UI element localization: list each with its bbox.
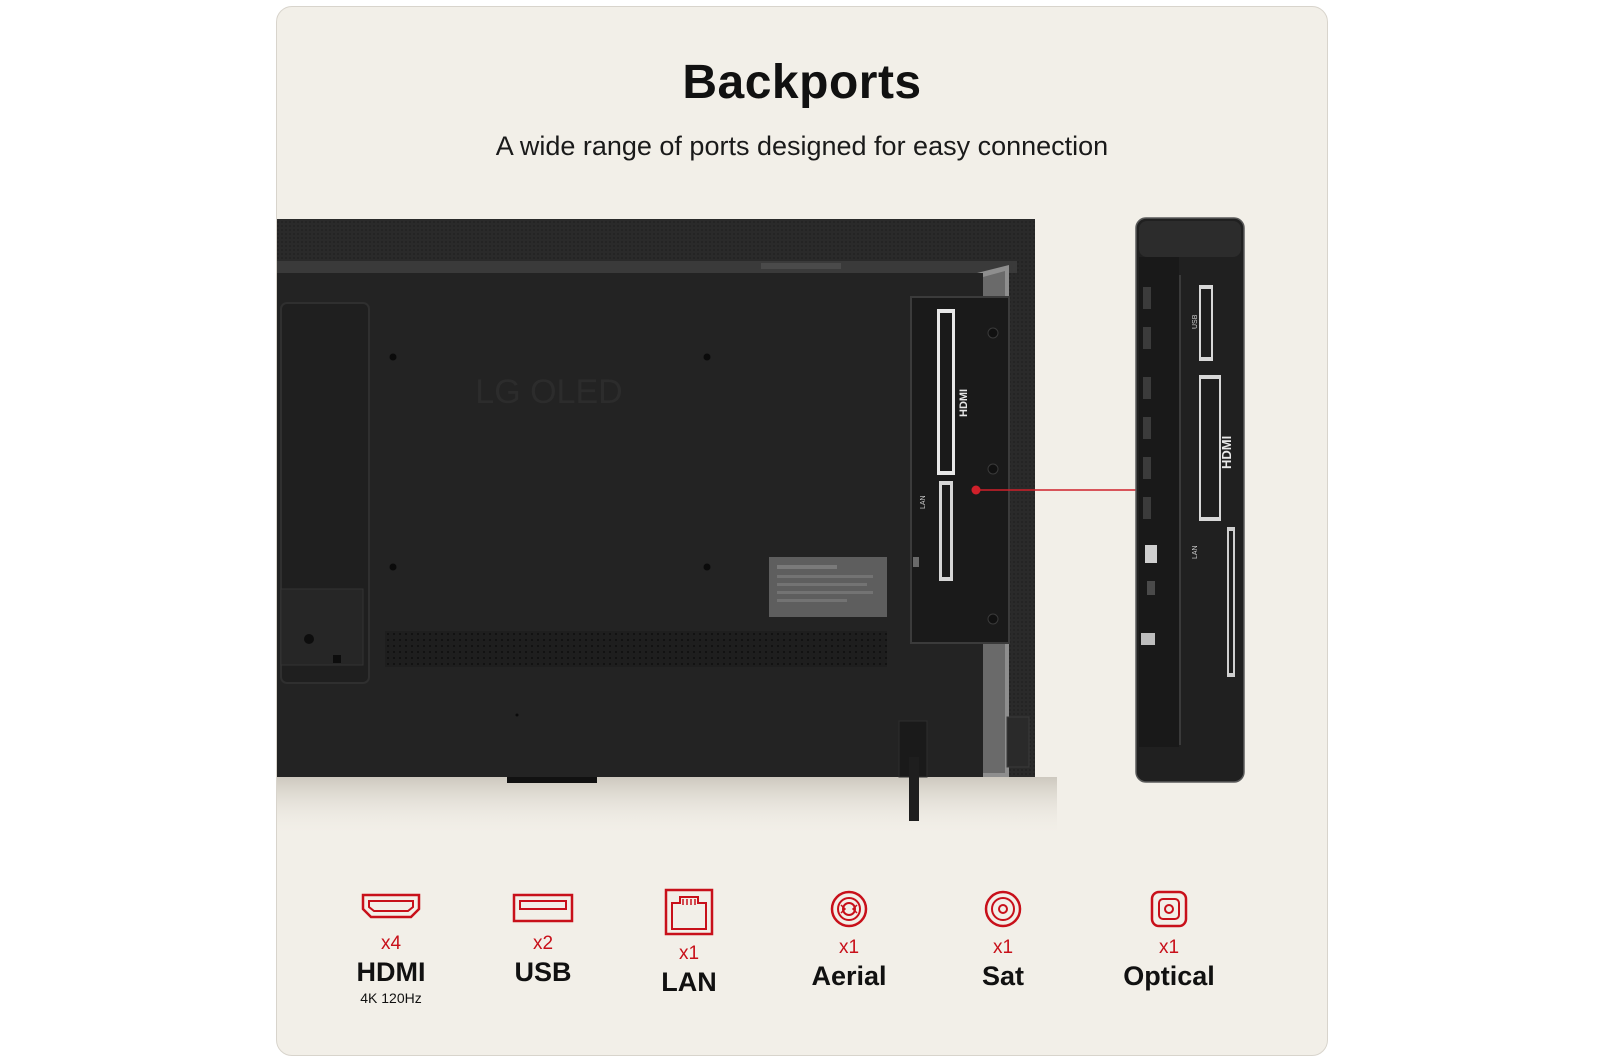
port-panel-zoom-image: HDMI USB LAN [1135, 217, 1245, 783]
usb-icon [512, 893, 574, 923]
hdmi-icon [361, 893, 421, 919]
port-count: x4 [380, 933, 402, 954]
port-name: Sat [981, 961, 1025, 991]
ports-row: x4 HDMI 4K 120Hz x2 USB x1 LAN [277, 887, 1327, 1047]
port-name: Aerial [811, 961, 887, 991]
tv-logo-text: LG OLED [475, 373, 622, 411]
port-count: x1 [1158, 937, 1180, 958]
tv-panel-lan-label: LAN [920, 495, 927, 509]
aerial-icon [830, 890, 868, 928]
port-name: Optical [1123, 961, 1215, 991]
port-count: x1 [992, 937, 1014, 958]
page-title: Backports [682, 56, 922, 109]
sat-icon [984, 890, 1022, 928]
port-item-aerial: x1 Aerial [779, 887, 919, 992]
lan-icon [664, 888, 714, 936]
backports-card: Backports A wide range of ports designed… [276, 6, 1328, 1056]
port-count: x2 [532, 933, 554, 954]
page-subtitle: A wide range of ports designed for easy … [495, 131, 1109, 161]
port-count: x1 [678, 943, 700, 964]
port-subtitle: 4K 120Hz [360, 990, 422, 1006]
port-item-sat: x1 Sat [933, 887, 1073, 992]
port-item-lan: x1 LAN [619, 887, 759, 998]
port-item-hdmi: x4 HDMI 4K 120Hz [321, 887, 461, 1006]
tv-back-image: LG OLED HDMI LAN [277, 219, 1137, 837]
port-item-optical: x1 Optical [1099, 887, 1239, 992]
port-name: LAN [661, 967, 717, 997]
port-count: x1 [838, 937, 860, 958]
zoom-hdmi-label: HDMI [1219, 436, 1234, 469]
port-item-usb: x2 USB [473, 887, 613, 988]
zoom-usb-label: USB [1192, 314, 1199, 329]
optical-icon [1150, 890, 1188, 928]
tv-panel-hdmi-label: HDMI [958, 389, 970, 417]
port-name: USB [514, 957, 572, 987]
port-name: HDMI [356, 957, 426, 987]
zoom-lan-label: LAN [1192, 545, 1199, 559]
